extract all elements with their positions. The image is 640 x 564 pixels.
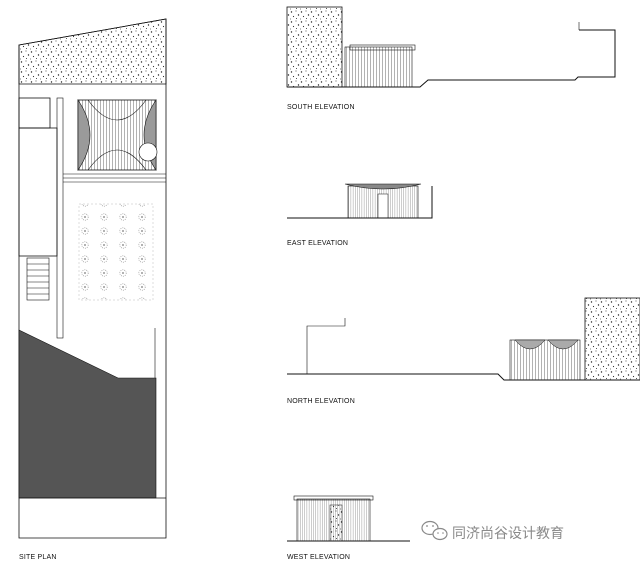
- site-plan-garden: [78, 203, 154, 301]
- south-ground-line: [287, 29, 616, 88]
- site-plan-wall: [56, 97, 64, 339]
- site-plan-path: [63, 173, 166, 183]
- wechat-icon: [421, 520, 448, 541]
- site-plan-house-wing: [18, 97, 51, 129]
- west-pavilion-roof: [293, 495, 374, 501]
- east-elevation-label: EAST ELEVATION: [287, 240, 348, 247]
- north-neighbour-line: [306, 318, 346, 374]
- site-plan: SITE PLAN: [18, 18, 167, 561]
- watermark-text: 同济尚谷设计教育: [452, 526, 564, 542]
- south-pavilion-roof: [349, 44, 416, 51]
- west-elevation-label: WEST ELEVATION: [287, 554, 350, 561]
- east-ground-line: [287, 186, 433, 219]
- site-plan-house: [18, 127, 58, 257]
- east-door: [377, 193, 389, 219]
- east-elevation: EAST ELEVATION: [287, 183, 433, 247]
- south-pavilion: [344, 46, 413, 88]
- north-elevation: NORTH ELEVATION: [287, 297, 640, 405]
- watermark: 同济尚谷设计教育: [421, 520, 564, 542]
- site-plan-label: SITE PLAN: [19, 554, 57, 561]
- site-plan-stair: [26, 257, 50, 301]
- north-hedge: [584, 297, 640, 381]
- north-pavilion-arch-left: [514, 339, 546, 350]
- site-plan-hedge: [18, 18, 167, 85]
- south-elevation: SOUTH ELEVATION: [286, 6, 616, 111]
- south-hedge: [286, 6, 343, 88]
- site-plan-pavilion: [77, 99, 158, 171]
- east-pavilion-roof: [344, 183, 422, 190]
- south-elevation-label: SOUTH ELEVATION: [287, 104, 355, 111]
- west-door: [329, 504, 343, 542]
- west-elevation: WEST ELEVATION: [287, 495, 410, 561]
- north-pavilion-arch-right: [547, 339, 579, 350]
- site-plan-dark-area: [18, 329, 157, 499]
- north-elevation-label: NORTH ELEVATION: [287, 398, 355, 405]
